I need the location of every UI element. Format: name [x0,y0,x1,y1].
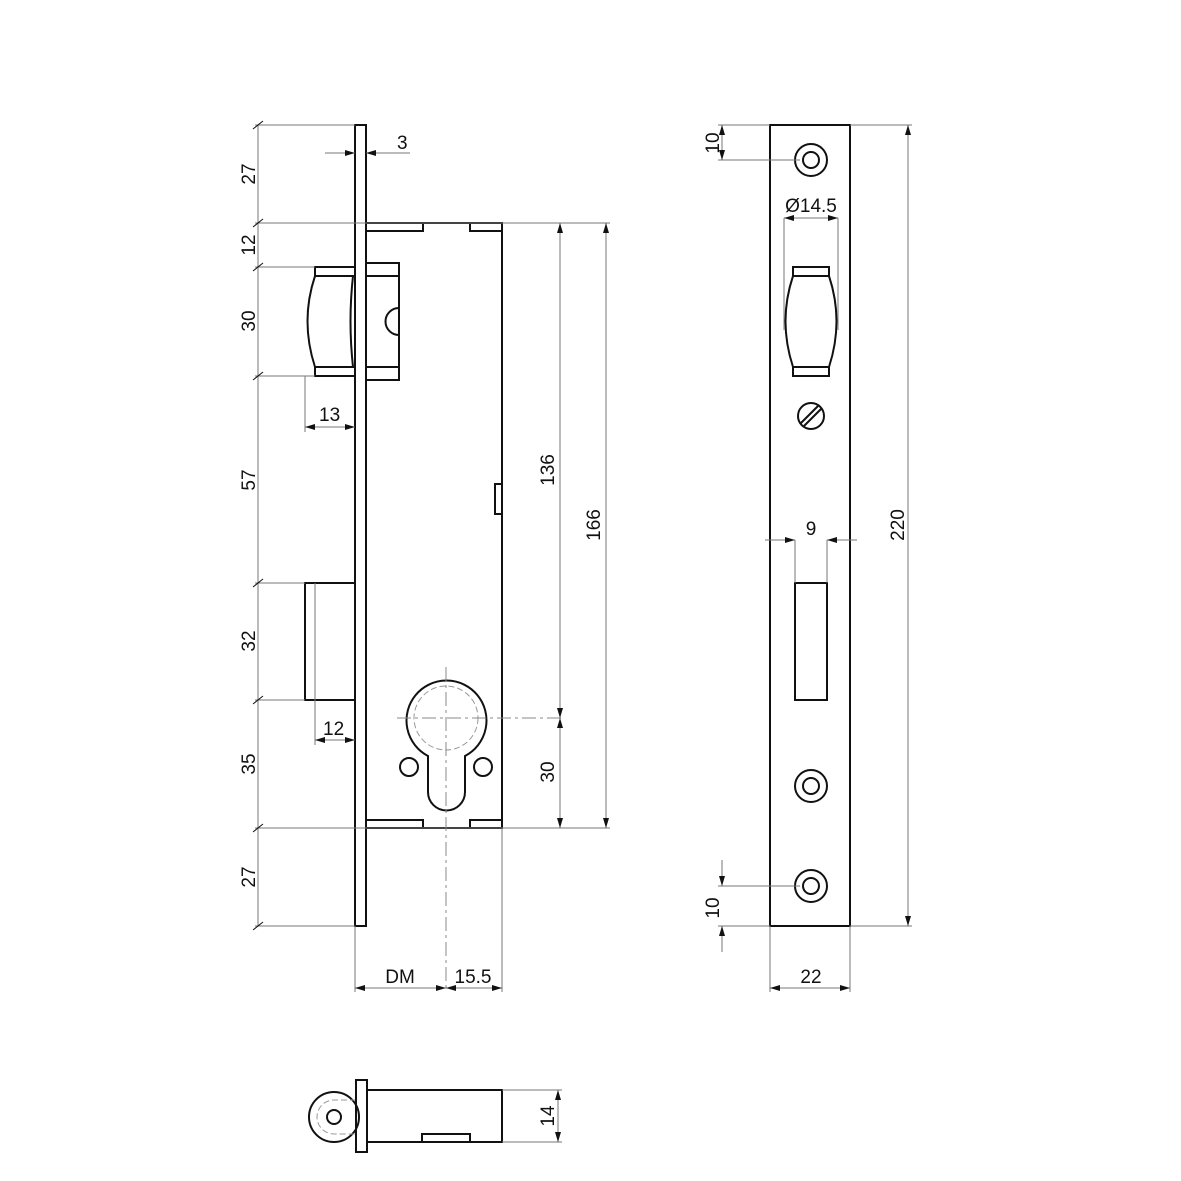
deadbolt [304,582,356,701]
dim-bolt-width: 9 [806,519,817,540]
lock-body [366,222,503,829]
slotted-screw [797,402,825,430]
dim-cylinder-offset: 30 [538,761,559,782]
dim-27-top: 27 [239,163,260,184]
latch [306,262,400,381]
dim-30: 30 [239,310,260,331]
dim-total-body: 166 [584,509,605,541]
dim-57: 57 [239,469,260,490]
dim-cylinder-to-back: 15.5 [455,967,492,988]
dim-bottom-hole: 10 [703,897,724,918]
bottom-view: 14 [308,1079,562,1153]
left-dimensions: 27 12 30 57 32 35 27 [239,120,610,931]
bolt-slot [794,582,828,701]
dim-total-height: 220 [888,509,909,541]
dim-top-hole: 10 [703,132,724,153]
dim-12: 12 [239,234,260,255]
dim-latch-diameter: Ø14.5 [785,196,837,217]
dim-backset: DM [385,967,415,988]
faceplate [354,124,367,927]
dim-35: 35 [239,753,260,774]
front-view: 10 10 Ø14.5 9 220 22 [703,124,912,992]
dim-27-bottom: 27 [239,866,260,887]
latch-front [784,266,838,377]
dim-latch-projection: 13 [319,405,340,426]
bottom-faceplate [355,1079,368,1153]
dim-plate-width: 22 [800,967,821,988]
dim-bolt-projection: 12 [323,719,344,740]
dim-thickness: 14 [538,1105,559,1127]
front-plate [769,124,851,927]
dim-32: 32 [239,630,260,651]
dim-body-height: 136 [538,454,559,486]
screw-hole-middle [794,769,828,803]
latch-roller [308,1091,360,1143]
side-view: 27 12 30 57 32 35 27 3 13 12 136 30 166 … [239,120,610,992]
body-tab [494,483,503,515]
dim-faceplate-thickness: 3 [397,133,408,154]
